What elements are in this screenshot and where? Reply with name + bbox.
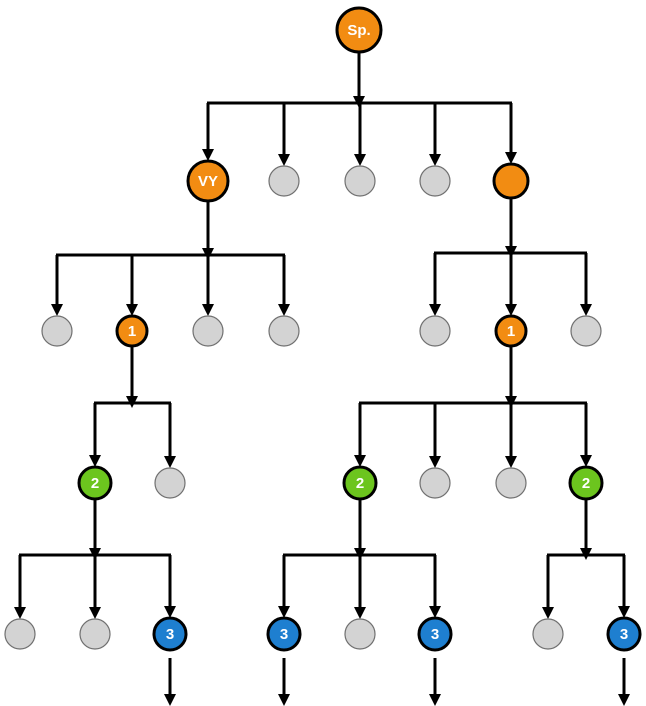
node-circle bbox=[77, 465, 113, 501]
node-vy: VY bbox=[186, 159, 230, 203]
node-circle bbox=[154, 467, 186, 499]
node-circle bbox=[344, 618, 376, 650]
node-label: Sp. bbox=[347, 22, 370, 39]
node-o2 bbox=[492, 162, 530, 200]
node-a2g bbox=[154, 467, 186, 499]
node-sp: Sp. bbox=[335, 6, 383, 54]
node-r2 bbox=[570, 315, 602, 347]
node-g1 bbox=[268, 165, 300, 197]
connector-sp bbox=[202, 52, 517, 166]
connector-vy bbox=[51, 201, 290, 316]
node-circle bbox=[41, 315, 73, 347]
node-l2 bbox=[192, 315, 224, 347]
node-label: 2 bbox=[91, 475, 99, 492]
node-label: 3 bbox=[620, 626, 628, 643]
connector-o2 bbox=[429, 198, 592, 316]
node-label: 3 bbox=[166, 626, 174, 643]
node-circle bbox=[532, 618, 564, 650]
node-circle bbox=[266, 616, 302, 652]
node-label: 3 bbox=[431, 626, 439, 643]
node-c3g bbox=[532, 618, 564, 650]
node-circle bbox=[568, 465, 604, 501]
connector-b2 bbox=[278, 499, 441, 619]
node-b2g1 bbox=[419, 467, 451, 499]
node-circle bbox=[115, 314, 149, 348]
node-b2g2 bbox=[495, 467, 527, 499]
node-circle bbox=[192, 315, 224, 347]
node-circle bbox=[4, 618, 36, 650]
node-circle bbox=[186, 159, 230, 203]
node-a3: 3 bbox=[152, 616, 188, 652]
node-circle bbox=[494, 314, 528, 348]
node-circle bbox=[152, 616, 188, 652]
node-a1: 1 bbox=[115, 314, 149, 348]
node-b1: 1 bbox=[494, 314, 528, 348]
node-circle bbox=[606, 616, 642, 652]
node-b3a: 3 bbox=[266, 616, 302, 652]
node-l3 bbox=[268, 315, 300, 347]
connector-a2 bbox=[14, 499, 176, 619]
node-b3b: 3 bbox=[417, 616, 453, 652]
node-circle bbox=[344, 165, 376, 197]
node-label: 3 bbox=[280, 626, 288, 643]
node-circle bbox=[495, 467, 527, 499]
connector-b1 bbox=[354, 346, 592, 468]
node-l1 bbox=[41, 315, 73, 347]
node-circle bbox=[417, 616, 453, 652]
node-label: 1 bbox=[507, 323, 515, 340]
node-b2: 2 bbox=[342, 465, 378, 501]
node-label: 2 bbox=[582, 475, 590, 492]
node-a3g2 bbox=[79, 618, 111, 650]
node-circle bbox=[570, 315, 602, 347]
node-c2: 2 bbox=[568, 465, 604, 501]
tree-nodes: Sp. VY 1 1 2 2 2 3 3 3 3 bbox=[4, 6, 642, 652]
node-label: 1 bbox=[128, 323, 136, 340]
node-a3g1 bbox=[4, 618, 36, 650]
node-c3: 3 bbox=[606, 616, 642, 652]
node-b3g bbox=[344, 618, 376, 650]
node-circle bbox=[342, 465, 378, 501]
node-a2: 2 bbox=[77, 465, 113, 501]
node-circle bbox=[268, 315, 300, 347]
node-circle bbox=[419, 315, 451, 347]
connector-lines bbox=[14, 52, 630, 706]
node-label: VY bbox=[198, 173, 218, 190]
node-circle bbox=[79, 618, 111, 650]
node-label: 2 bbox=[356, 475, 364, 492]
node-circle bbox=[419, 165, 451, 197]
node-r1 bbox=[419, 315, 451, 347]
node-g2 bbox=[344, 165, 376, 197]
connector-a1 bbox=[89, 346, 176, 468]
node-circle bbox=[268, 165, 300, 197]
node-circle bbox=[492, 162, 530, 200]
node-circle bbox=[335, 6, 383, 54]
node-circle bbox=[419, 467, 451, 499]
node-g3 bbox=[419, 165, 451, 197]
connector-c2 bbox=[542, 499, 630, 619]
